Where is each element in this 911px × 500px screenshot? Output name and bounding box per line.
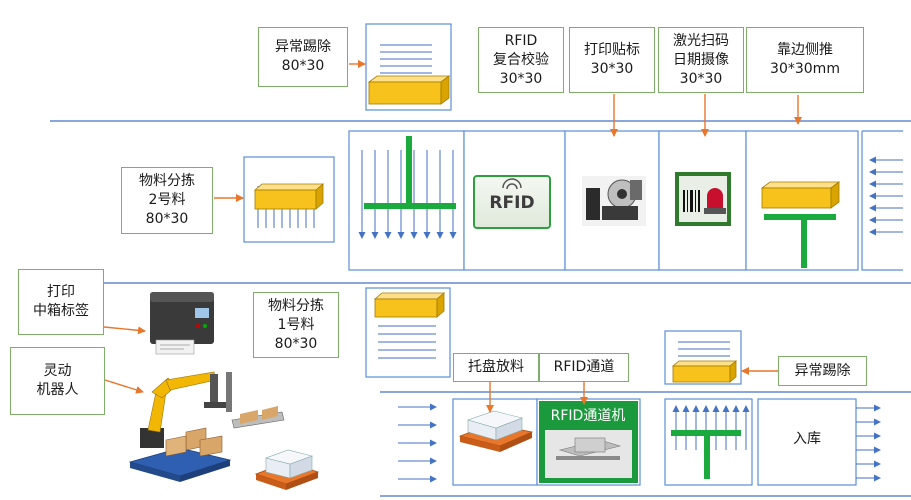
side-push-mechanism — [760, 181, 841, 268]
sort-2-label: 物料分拣 2号料 80*30 — [121, 167, 213, 234]
rfid-channel-machine-image — [539, 401, 638, 483]
rfid-badge — [473, 175, 551, 229]
robot-label: 灵动 机器人 — [10, 347, 105, 415]
sort-1-panel — [365, 287, 451, 378]
labeler-machine-image — [582, 176, 646, 226]
print-case-label-label: 打印 中箱标签 — [18, 269, 104, 335]
abnormal-reject-bottom-label: 异常踢除 — [778, 356, 867, 386]
pallet-boxes-image — [458, 410, 534, 452]
warehouse-in-label: 入库 — [793, 431, 821, 447]
rfid-badge-text: RFID — [489, 193, 535, 213]
rfid-channel-machine-label: RFID通道机 — [550, 408, 626, 424]
robot-pallet-image — [254, 449, 320, 490]
upper-inflow-arrows — [869, 156, 903, 236]
reject-top-panel — [365, 23, 452, 111]
rfid-verify-label: RFID 复合校验 30*30 — [478, 27, 564, 93]
rfid-channel-label: RFID通道 — [539, 353, 629, 382]
lower-inflow-arrows — [398, 403, 437, 483]
sort-1-label: 物料分拣 1号料 80*30 — [253, 292, 339, 358]
sorter-2-mechanism — [358, 136, 457, 239]
laser-scanner-image — [675, 172, 731, 226]
print-label-label: 打印贴标 30*30 — [569, 27, 655, 93]
sort-2-panel — [243, 156, 335, 243]
case-label-printer-image — [150, 292, 214, 355]
lower-sorter-mechanism — [671, 405, 750, 479]
conveyor-lines — [50, 120, 911, 497]
laser-scan-label: 激光扫码 日期摄像 30*30 — [658, 27, 744, 93]
lower-outflow-arrows — [856, 404, 881, 482]
pallet-place-label: 托盘放料 — [453, 353, 539, 382]
side-push-label: 靠边侧推 30*30mm — [746, 27, 864, 93]
reject-bottom-panel — [664, 330, 742, 385]
callout-arrows — [103, 60, 802, 413]
robot-arm-image — [128, 371, 285, 482]
abnormal-reject-top-label: 异常踢除 80*30 — [258, 27, 348, 87]
